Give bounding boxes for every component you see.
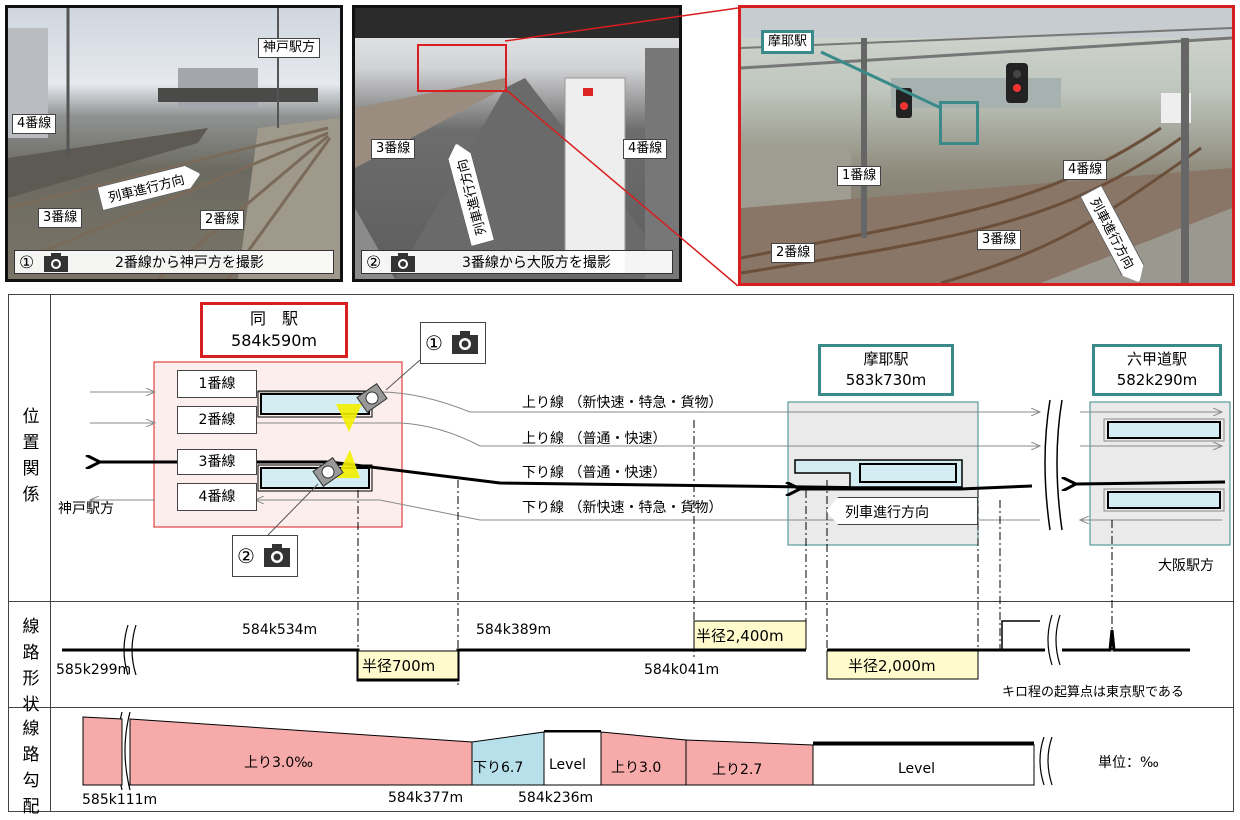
gradient-unit-label: 単位：‰: [1098, 755, 1159, 771]
camera-icon: [264, 544, 290, 567]
label-track-2: 2番線: [771, 243, 816, 263]
photo-2-osaka-direction: 3番線 4番線 列車進行方向 ② 3番線から大阪方を撮影: [352, 5, 682, 282]
train-direction-arrow-label: 列車進行方向: [826, 497, 978, 525]
radius-2000-box: [826, 650, 979, 680]
km-585k299: 585k299m: [56, 662, 132, 678]
diagram-frame: [8, 294, 1234, 812]
gradient-down67-label: 下り6.7: [473, 760, 524, 776]
track-4-label: 4番線: [177, 483, 257, 511]
gradient-level-2: [812, 744, 1035, 786]
km-584k041: 584k041m: [644, 662, 720, 678]
down-rapid-line: [255, 500, 1040, 521]
category-position: 位置関係: [22, 407, 40, 505]
category-alignment: 線路形状: [22, 617, 40, 715]
gradient-up30-west: [82, 716, 123, 786]
up-local-line-label: 上り線 （普通・快速）: [522, 431, 667, 447]
radius-2400-label: 半径2,400m: [696, 627, 784, 645]
same-station-name: 同 駅: [249, 309, 298, 328]
radius-700-label: 半径700m: [362, 657, 436, 675]
radius-2400-box: [693, 620, 807, 650]
photo-2-scene: [355, 8, 679, 279]
kobe-direction-label: 神戸駅方: [58, 501, 114, 517]
down-local-arrow-east: [1076, 482, 1226, 484]
photo-1-kobe-direction: 神戸駅方 4番線 列車進行方向 3番線 2番線 ① 2番線から神戸方を撮影: [5, 5, 343, 282]
row-divider-2: [8, 707, 1234, 708]
alignment-profile: [62, 629, 1190, 682]
train-rokko-down: [1107, 491, 1221, 509]
track-3-label: 3番線: [177, 449, 257, 475]
category-column-divider: [50, 294, 51, 812]
label-track-3: 3番線: [38, 208, 83, 228]
camera-icon: [391, 253, 415, 272]
category-gradient: 線路勾配: [22, 719, 40, 817]
label-kobe-direction: 神戸駅方: [258, 38, 321, 58]
label-track-4: 4番線: [12, 114, 57, 134]
up-local-line: [255, 422, 1040, 446]
gradient-level-2-label: Level: [898, 761, 935, 777]
kilometer-origin-note: キロ程の起算点は東京駅である: [1002, 685, 1184, 700]
km-584k389: 584k389m: [476, 622, 552, 638]
label-maya-station: 摩耶駅: [761, 30, 815, 54]
camera-icon: [452, 331, 478, 354]
down-local-line: [255, 460, 1033, 491]
label-track-1: 1番線: [837, 166, 882, 186]
down-local-line-label: 下り線 （普通・快速）: [522, 465, 667, 481]
osaka-direction-label: 大阪駅方: [1158, 558, 1214, 574]
camera-2-number: ②: [237, 544, 255, 568]
maya-station-name: 摩耶駅: [863, 350, 909, 368]
down-rapid-line-label: 下り線 （新快速・特急・貨物）: [522, 500, 723, 516]
photo-2-caption: ② 3番線から大阪方を撮影: [361, 250, 673, 274]
maya-station-label: 摩耶駅 583k730m: [818, 344, 954, 396]
camera-icon: [44, 253, 68, 272]
rokko-station-km: 582k290m: [1116, 371, 1198, 389]
photo-2-highlight-box: [417, 44, 507, 92]
label-track-3: 3番線: [977, 230, 1022, 250]
train-direction-text: 列車進行方向: [845, 505, 929, 521]
photo-1-caption: ① 2番線から神戸方を撮影: [14, 250, 334, 274]
camera-1-number: ①: [425, 331, 443, 355]
km-585k111: 585k111m: [82, 792, 158, 808]
track-2-label: 2番線: [177, 406, 257, 434]
same-station-label: 同 駅 584k590m: [200, 302, 348, 358]
caption-number: ①: [19, 253, 35, 273]
gradient-up30-label: 上り3.0‰: [244, 755, 314, 771]
radius-700-box: [357, 650, 459, 680]
km-584k534: 584k534m: [242, 622, 318, 638]
caption-number: ②: [366, 253, 382, 273]
km-584k236: 584k236m: [518, 790, 594, 806]
camera-2-position-icon: [312, 457, 344, 487]
track-1-label: 1番線: [177, 370, 257, 398]
gradient-up30b-label: 上り3.0: [611, 760, 662, 776]
rokko-station-label: 六甲道駅 582k290m: [1092, 344, 1222, 396]
caption-text: 3番線から大阪方を撮影: [462, 255, 611, 271]
gradient-level-1-label: Level: [549, 757, 586, 773]
gradient-up27-label: 上り2.7: [712, 762, 763, 778]
camera-1-marker: ①: [420, 322, 486, 364]
photo-3-maya-zoom: 摩耶駅 1番線 4番線 2番線 3番線 列車進行方向: [738, 5, 1235, 286]
label-track-3: 3番線: [371, 139, 416, 159]
label-track-2: 2番線: [200, 210, 245, 230]
row-divider-1: [8, 601, 1234, 602]
photo-3-highlight-box: [939, 101, 979, 145]
rokko-station-name: 六甲道駅: [1126, 350, 1187, 368]
photo-3-scene: [741, 8, 1232, 283]
label-track-4: 4番線: [1063, 160, 1108, 180]
km-584k377: 584k377m: [388, 790, 464, 806]
zoom-connector-lines: [504, 7, 739, 287]
maya-station-km: 583k730m: [845, 371, 927, 389]
caption-text: 2番線から神戸方を撮影: [115, 255, 264, 271]
radius-2000-label: 半径2,000m: [848, 657, 936, 675]
camera-2-marker: ②: [232, 535, 298, 577]
same-station-km: 584k590m: [231, 331, 317, 350]
camera-1-view-cone: [336, 404, 362, 432]
up-rapid-line-label: 上り線 （新快速・特急・貨物）: [522, 395, 723, 411]
train-rokko-up: [1107, 421, 1221, 439]
label-track-4: 4番線: [623, 139, 668, 159]
photo-3-pointer-line: [820, 50, 942, 110]
camera-1-position-icon: [356, 383, 388, 413]
